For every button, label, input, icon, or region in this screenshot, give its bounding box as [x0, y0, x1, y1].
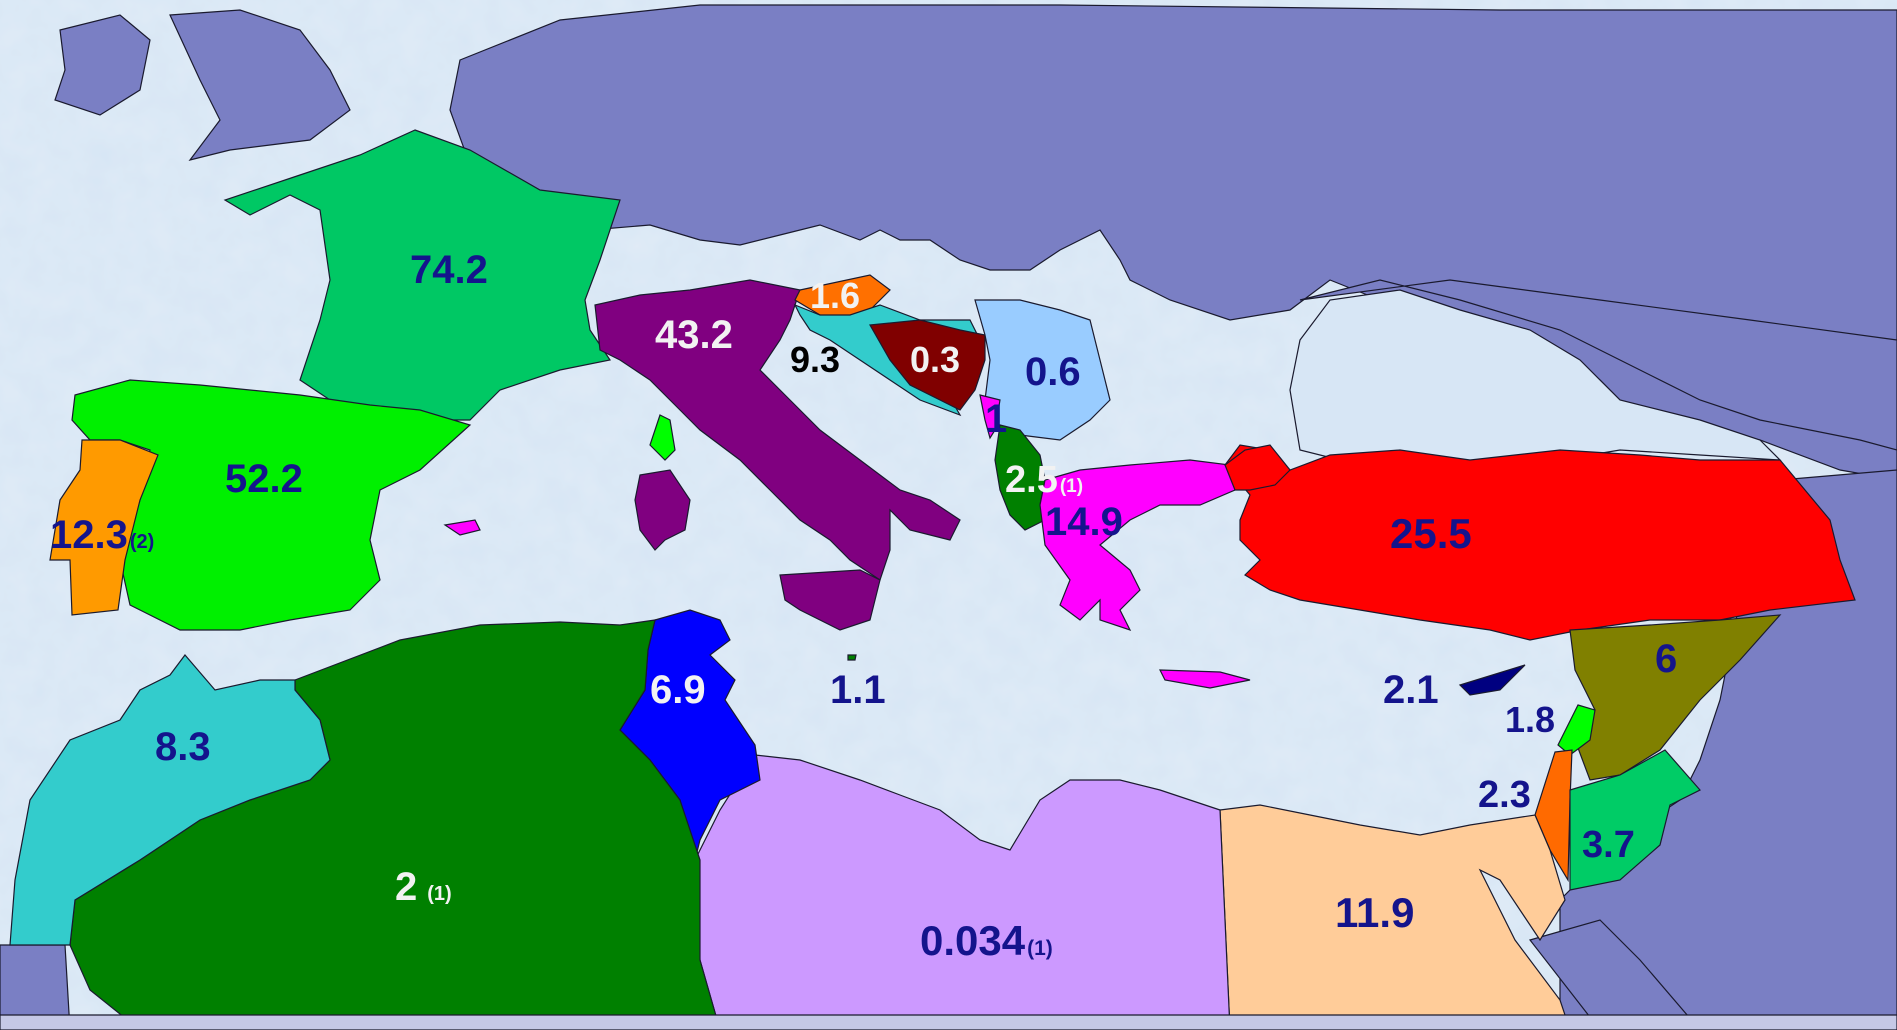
label-value-montenegro: 1 [985, 397, 1007, 441]
label-slovenia: 1.6 [810, 275, 860, 316]
label-value-morocco: 8.3 [155, 725, 211, 769]
label-cyprus: 2.1 [1383, 668, 1439, 712]
region-crete [1159, 669, 1251, 689]
label-value-lebanon: 1.8 [1505, 699, 1555, 740]
label-turkey: 25.5 [1390, 510, 1472, 557]
label-croatia: 9.3 [790, 339, 840, 380]
label-tunisia: 6.9 [650, 668, 706, 712]
label-montenegro: 1 [985, 397, 1007, 441]
region-spain [71, 379, 472, 631]
region-bosnia [869, 319, 986, 411]
label-value-algeria: 2 [395, 865, 417, 909]
ireland [54, 14, 151, 116]
label-greece: 14.9 [1045, 500, 1123, 544]
label-malta: 1.1 [830, 668, 886, 712]
label-egypt: 11.9 [1335, 889, 1414, 936]
region-portugal [49, 439, 159, 616]
label-algeria: 2 (1) [395, 865, 452, 909]
region-sardinia [634, 469, 691, 551]
label-value-jordan: 3.7 [1582, 824, 1635, 866]
black-sea-north-shore [1299, 279, 1897, 451]
region-egypt [1219, 804, 1571, 1030]
label-value-serbia: 0.6 [1025, 350, 1081, 394]
label-value-libya: 0.034 [920, 917, 1026, 964]
region-cyprus [1458, 664, 1526, 696]
region-lebanon [1557, 704, 1596, 756]
label-value-slovenia: 1.6 [810, 275, 860, 316]
label-morocco: 8.3 [155, 725, 211, 769]
region-serbia [974, 299, 1111, 441]
label-italy: 43.2 [655, 313, 733, 357]
label-value-tunisia: 6.9 [650, 668, 706, 712]
label-value-croatia: 9.3 [790, 339, 840, 380]
label-lebanon: 1.8 [1505, 699, 1555, 740]
region-corsica [649, 414, 676, 461]
region-turkey-thrace [1224, 444, 1291, 491]
northern-europe [449, 4, 1897, 481]
region-morocco [9, 654, 331, 946]
region-sicily [779, 569, 881, 631]
label-syria: 6 [1655, 637, 1677, 681]
region-montenegro [979, 394, 1001, 440]
region-balearic [443, 519, 481, 536]
label-value-italy: 43.2 [655, 313, 733, 357]
label-value-portugal: 12.3 [50, 513, 128, 557]
region-gulf-strip [0, 1014, 1897, 1030]
region-greece [1039, 459, 1236, 632]
label-value-france: 74.2 [410, 248, 488, 292]
label-albania: 2.5(1) [1005, 459, 1083, 501]
label-note-libya: (1) [1027, 937, 1053, 960]
label-libya: 0.034(1) [920, 917, 1053, 964]
label-value-cyprus: 2.1 [1383, 668, 1439, 712]
countries [0, 129, 1897, 1030]
label-note-algeria: (1) [427, 883, 451, 905]
label-spain: 52.2 [225, 457, 303, 501]
region-italy [594, 279, 961, 581]
label-note-portugal: (2) [130, 531, 154, 553]
label-value-spain: 52.2 [225, 457, 303, 501]
label-value-malta: 1.1 [830, 668, 886, 712]
label-bosnia: 0.3 [910, 339, 960, 380]
label-france: 74.2 [410, 248, 488, 292]
label-value-greece: 14.9 [1045, 500, 1123, 544]
label-value-israel: 2.3 [1478, 774, 1531, 816]
region-turkey [1224, 444, 1856, 641]
label-israel: 2.3 [1478, 774, 1531, 816]
label-serbia: 0.6 [1025, 350, 1081, 394]
other-land [0, 4, 1897, 1030]
region-jordan [1569, 749, 1701, 891]
region-malta [847, 654, 857, 661]
label-jordan: 3.7 [1582, 824, 1635, 866]
label-value-egypt: 11.9 [1335, 889, 1414, 936]
label-value-bosnia: 0.3 [910, 339, 960, 380]
uk [169, 9, 351, 161]
label-portugal: 12.3(2) [50, 513, 154, 557]
label-note-albania: (1) [1060, 476, 1083, 497]
label-value-albania: 2.5 [1005, 459, 1058, 501]
label-value-turkey: 25.5 [1390, 510, 1472, 557]
label-value-syria: 6 [1655, 637, 1677, 681]
